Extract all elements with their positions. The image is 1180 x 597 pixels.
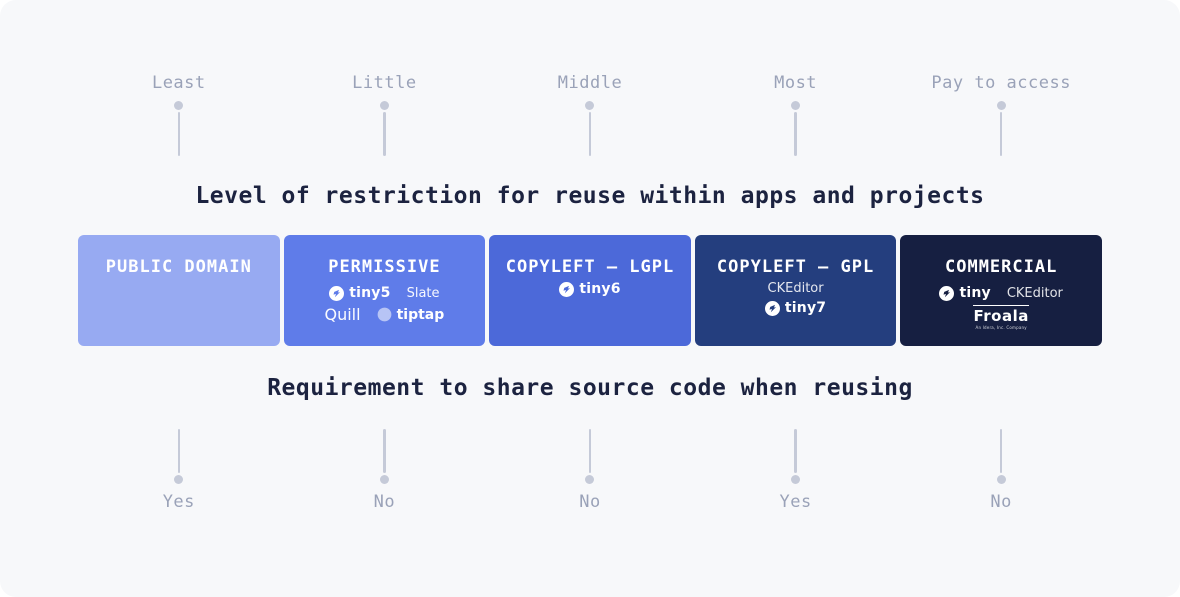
card-title: COPYLEFT — GPL [716,257,875,277]
pin-stem [999,112,1003,156]
pin-dot-icon [585,101,595,110]
marker-label: Middle [557,73,623,93]
marker-pay-to-access: Pay to access [900,72,1102,156]
card-title: PERMISSIVE [328,257,441,277]
card-public-domain: PUBLIC DOMAIN [78,235,280,346]
pin-dot-icon [379,475,389,484]
card-title: COPYLEFT — LGPL [505,257,675,277]
marker-no: No [284,429,486,513]
marker-label: No [579,492,601,512]
froala-logo: Froala An Idera, Inc. Company [973,305,1029,330]
marker-little: Little [284,72,486,156]
marker-most: Most [695,72,897,156]
marker-label: No [373,492,396,512]
card-commercial: COMMERCIAL tiny CKEditor F [900,235,1102,346]
tinymce-logo: tiny7 [764,300,826,316]
source-share-axis-title: Requirement to share source code when re… [267,375,913,401]
pin-stem [177,429,181,473]
marker-label: Most [774,73,818,93]
marker-least: Least [78,72,280,156]
card-title: COMMERCIAL [944,257,1058,277]
tinymce-logo: tiny [939,285,991,301]
froala-tagline: An Idera, Inc. Company [975,325,1027,330]
marker-no: No [489,429,691,513]
slate-logo: Slate [406,285,440,301]
tinymce-logo-icon [939,285,955,301]
marker-label: Yes [162,492,195,512]
pin-stem [383,429,386,473]
pin-stem [588,429,592,473]
marker-label: Little [352,73,417,93]
tinymce-logo: tiny6 [559,281,620,297]
restriction-scale-markers: Least Little Middle Most Pay to access [78,0,1102,156]
pin-dot-icon [996,475,1006,484]
pin-stem [383,112,386,156]
pin-stem [794,429,797,473]
ckeditor-logo: CKEditor [767,281,824,296]
pin-dot-icon [174,101,184,110]
quill-logo: Quill [324,305,361,324]
tiptap-logo-icon [377,307,391,322]
marker-label: Yes [779,492,812,512]
pin-dot-icon [791,101,801,110]
tiptap-logo: tiptap [377,307,444,323]
license-cards-row: PUBLIC DOMAIN PERMISSIVE tiny5 Slate [78,235,1102,346]
card-permissive: PERMISSIVE tiny5 Slate Qui [283,235,486,346]
marker-label: No [990,492,1012,512]
card-copyleft-gpl: COPYLEFT — GPL CKEditor tiny7 [694,235,897,346]
pin-dot-icon [791,475,801,484]
marker-yes: Yes [78,429,280,513]
ckeditor-logo: CKEditor [1006,285,1063,301]
pin-dot-icon [996,101,1006,110]
pin-stem [588,112,592,156]
pin-stem [999,429,1003,473]
source-share-markers: Yes No No Yes No [78,401,1102,513]
tinymce-logo: tiny5 [329,285,390,301]
marker-middle: Middle [489,72,691,156]
marker-no: No [900,429,1102,513]
pin-dot-icon [585,475,595,484]
pin-stem [177,112,181,156]
restriction-axis-title: Level of restriction for reuse within ap… [195,183,985,209]
marker-label: Least [151,73,206,93]
pin-stem [794,112,797,156]
tinymce-logo-icon [764,300,780,316]
marker-yes: Yes [695,429,897,513]
tinymce-logo-icon [559,281,575,297]
card-copyleft-lgpl: COPYLEFT — LGPL tiny6 [489,235,691,346]
pin-dot-icon [379,101,389,110]
pin-dot-icon [174,475,184,484]
card-title: PUBLIC DOMAIN [105,257,252,277]
tinymce-logo-icon [329,285,345,301]
marker-label: Pay to access [931,73,1071,93]
